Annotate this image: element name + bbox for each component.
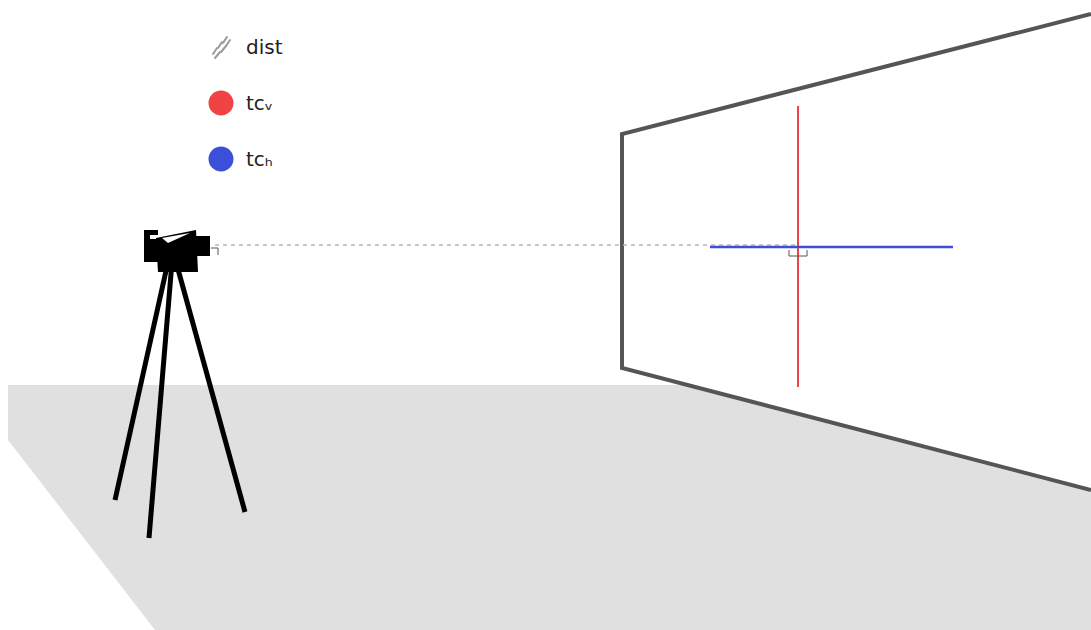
horizontal-line <box>710 246 953 249</box>
legend-swatch <box>208 146 234 172</box>
wall-fill <box>622 14 1091 490</box>
legend-entry: tcₕ <box>208 142 283 176</box>
right-angle-mark <box>789 250 798 256</box>
legend-label: tcᵥ <box>246 91 273 115</box>
distance-line <box>215 244 798 246</box>
camera <box>144 230 210 272</box>
legend-label: dist <box>246 35 283 59</box>
legend-entry: tcᵥ <box>208 86 283 120</box>
dashed-line-sample <box>208 34 234 60</box>
legend-swatch <box>208 90 234 116</box>
legend-entry: dist <box>208 30 283 64</box>
right-angle-mark <box>211 248 218 255</box>
wall-outline <box>622 14 1091 490</box>
legend-label: tcₕ <box>246 147 273 171</box>
tripod <box>115 262 245 538</box>
right-angle-mark <box>798 250 807 256</box>
legend: dist tcᵥ tcₕ <box>208 30 283 198</box>
